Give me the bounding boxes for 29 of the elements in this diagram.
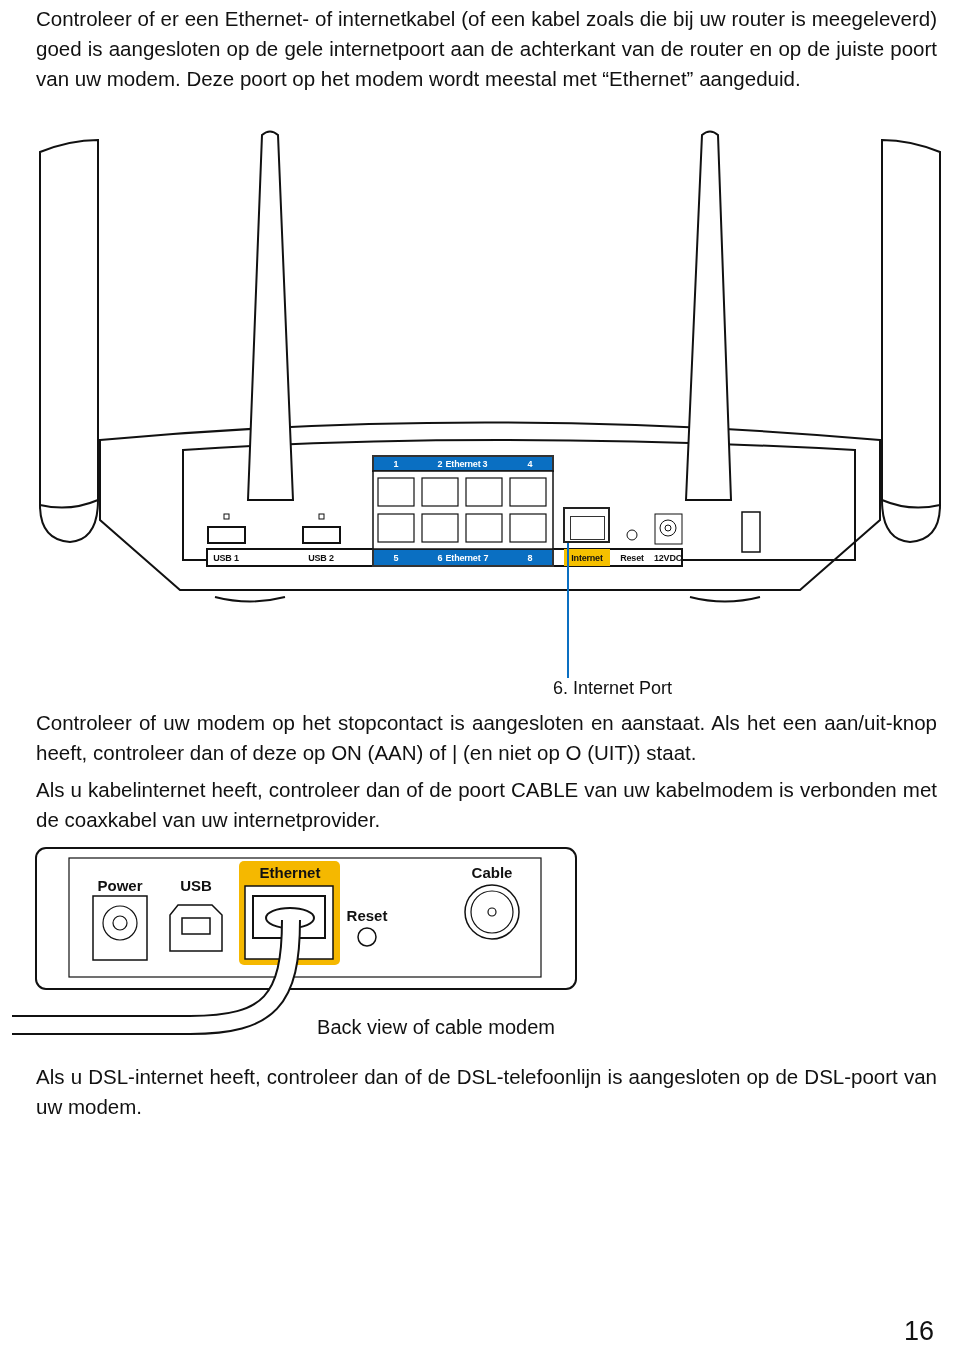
ethernet-port-icon: [563, 507, 610, 543]
port-label: USB 1: [213, 553, 239, 563]
port-number: 3: [482, 459, 488, 469]
paragraph: Controleer of er een Ethernet- of internetkabel (of een kabel zoals die bij uw router is meegeleverd) goed is aangesloten op de gele internetpoort aan de achterkant van de router en op de juiste poort van uw modem. Deze poort op het modem wordt meestal met “Ethernet” aangeduid.: [36, 6, 937, 92]
leader-line: [567, 542, 569, 679]
port-label: Reset: [620, 553, 644, 563]
callout-label: 6. Internet Port: [553, 678, 673, 699]
port-label: 12VDC: [654, 553, 682, 563]
port-label: USB: [180, 876, 212, 894]
paragraph: Als u kabelinternet heeft, controleer dan of de poort CABLE van uw kabelmodem is verbonden met de coaxkabel van uw internetprovider.: [36, 777, 937, 833]
port-number: 6: [437, 553, 443, 563]
port-number: 5: [393, 553, 399, 563]
paragraph: Controleer of uw modem op het stopcontact is aangesloten en aanstaat. Als het een aan/uit-knop heeft, controleer dan of deze op ON (AAN) of | (en niet op O (UIT)) staat.: [36, 710, 937, 766]
port-number: 7: [483, 553, 489, 563]
port-label: Cable: [471, 863, 513, 881]
port-number: 4: [527, 459, 533, 469]
paragraph: Als u DSL-internet heeft, controleer dan of de DSL-telefoonlijn is aangesloten op de DSL-poort van uw modem.: [36, 1064, 937, 1120]
port-label: Ethernet: [445, 459, 481, 469]
port-label: Power: [97, 876, 143, 894]
port-label: Internet: [571, 553, 603, 563]
port-label: Ethernet: [445, 553, 481, 563]
port-label: Ethernet: [259, 863, 321, 881]
port-number: 1: [393, 459, 399, 469]
port-number: 8: [527, 553, 533, 563]
port-label: Reset: [346, 906, 388, 924]
figure-caption: Back view of cable modem: [317, 1015, 555, 1039]
page-number: 16: [904, 1315, 934, 1347]
port-number: 2: [437, 459, 443, 469]
port-label: USB 2: [308, 553, 334, 563]
